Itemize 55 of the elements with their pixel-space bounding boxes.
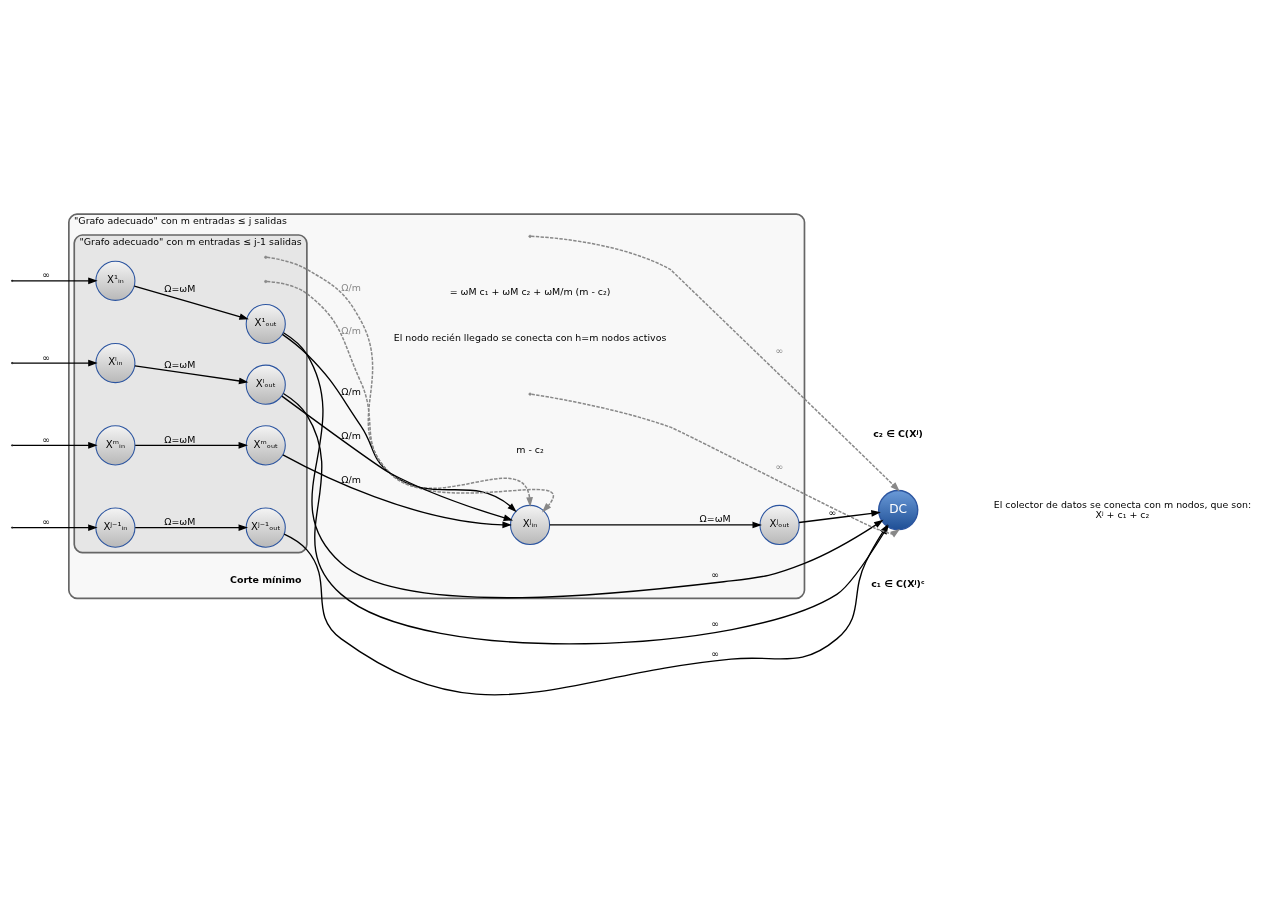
edge-label: Ω=ωM	[164, 358, 196, 370]
edge-label: ∞	[775, 460, 784, 472]
arrow	[549, 521, 762, 528]
node-circle: Xʲₒᵤₜ	[759, 504, 800, 545]
edge-label: Ω=ωM	[164, 515, 196, 527]
edge-label: ∞	[42, 515, 51, 527]
label: m - c₂	[516, 443, 544, 455]
arrow	[282, 331, 884, 598]
edge-label: Ω=ωM	[699, 512, 731, 524]
node-circle: Xˡₒᵤₜ	[245, 364, 286, 405]
edge-label: ∞	[42, 351, 51, 363]
label: c₁ ∈ C(Xʲ)ᶜ	[871, 577, 925, 589]
edge-label: ∞	[828, 506, 837, 518]
arrow	[133, 284, 249, 320]
arrow	[266, 256, 533, 507]
node-circle: Xʲ⁻¹ᵢₙ	[95, 507, 136, 548]
edge-label: ∞	[711, 568, 720, 580]
node-circle: X¹ᵢₙ	[95, 260, 136, 301]
node-label: El colector de datos se conecta con m nodos, que son:	[993, 498, 1252, 510]
edge-label: ∞	[42, 433, 51, 445]
label: El nodo recién llegado se conecta con h=m nodos activos	[393, 331, 667, 343]
node-circle: Xˡᵢₙ	[95, 342, 136, 383]
arrow	[798, 509, 881, 523]
node-circle: Xᵐᵢₙ	[95, 424, 136, 465]
arrow	[530, 235, 900, 491]
arrow	[12, 441, 98, 449]
edge-label: ∞	[711, 617, 720, 629]
arrow	[134, 523, 248, 531]
arrow	[134, 364, 249, 384]
label: = ωM c₁ + ωM c₂ + ωM/m (m - c₂)	[449, 285, 611, 297]
arrow	[134, 441, 248, 449]
arrow	[12, 523, 98, 531]
edge-label: Ω/m	[341, 324, 361, 336]
node-circle: Xᵐₒᵤₜ	[245, 424, 286, 465]
edge-label: Ω/m	[341, 429, 361, 441]
label: c₂ ∈ C(Xʲ)	[873, 427, 923, 439]
edge-label: ∞	[711, 647, 720, 659]
node-circle: Xʲ⁻¹ₒᵤₜ	[245, 507, 286, 548]
label: Corte mínimo	[230, 573, 302, 585]
arrow	[12, 277, 98, 284]
arrow	[281, 394, 514, 521]
edge-label: Ω/m	[341, 281, 361, 293]
arrow	[282, 453, 512, 528]
node-circle: X¹ₒᵤₜ	[245, 303, 286, 344]
edge-label: Ω=ωM	[164, 282, 196, 294]
edge-label: ∞	[775, 344, 784, 356]
arrow	[12, 359, 98, 366]
edge-label: Ω=ωM	[164, 433, 196, 445]
edge-label: Ω/m	[341, 385, 361, 397]
node-circle: DC	[877, 489, 919, 530]
edge-label: ∞	[42, 268, 51, 280]
node-label: Xʲ + c₁ + c₂	[1095, 508, 1150, 520]
arrow	[281, 333, 517, 512]
edge-label: Ω/m	[341, 473, 361, 485]
arrow	[266, 280, 554, 512]
